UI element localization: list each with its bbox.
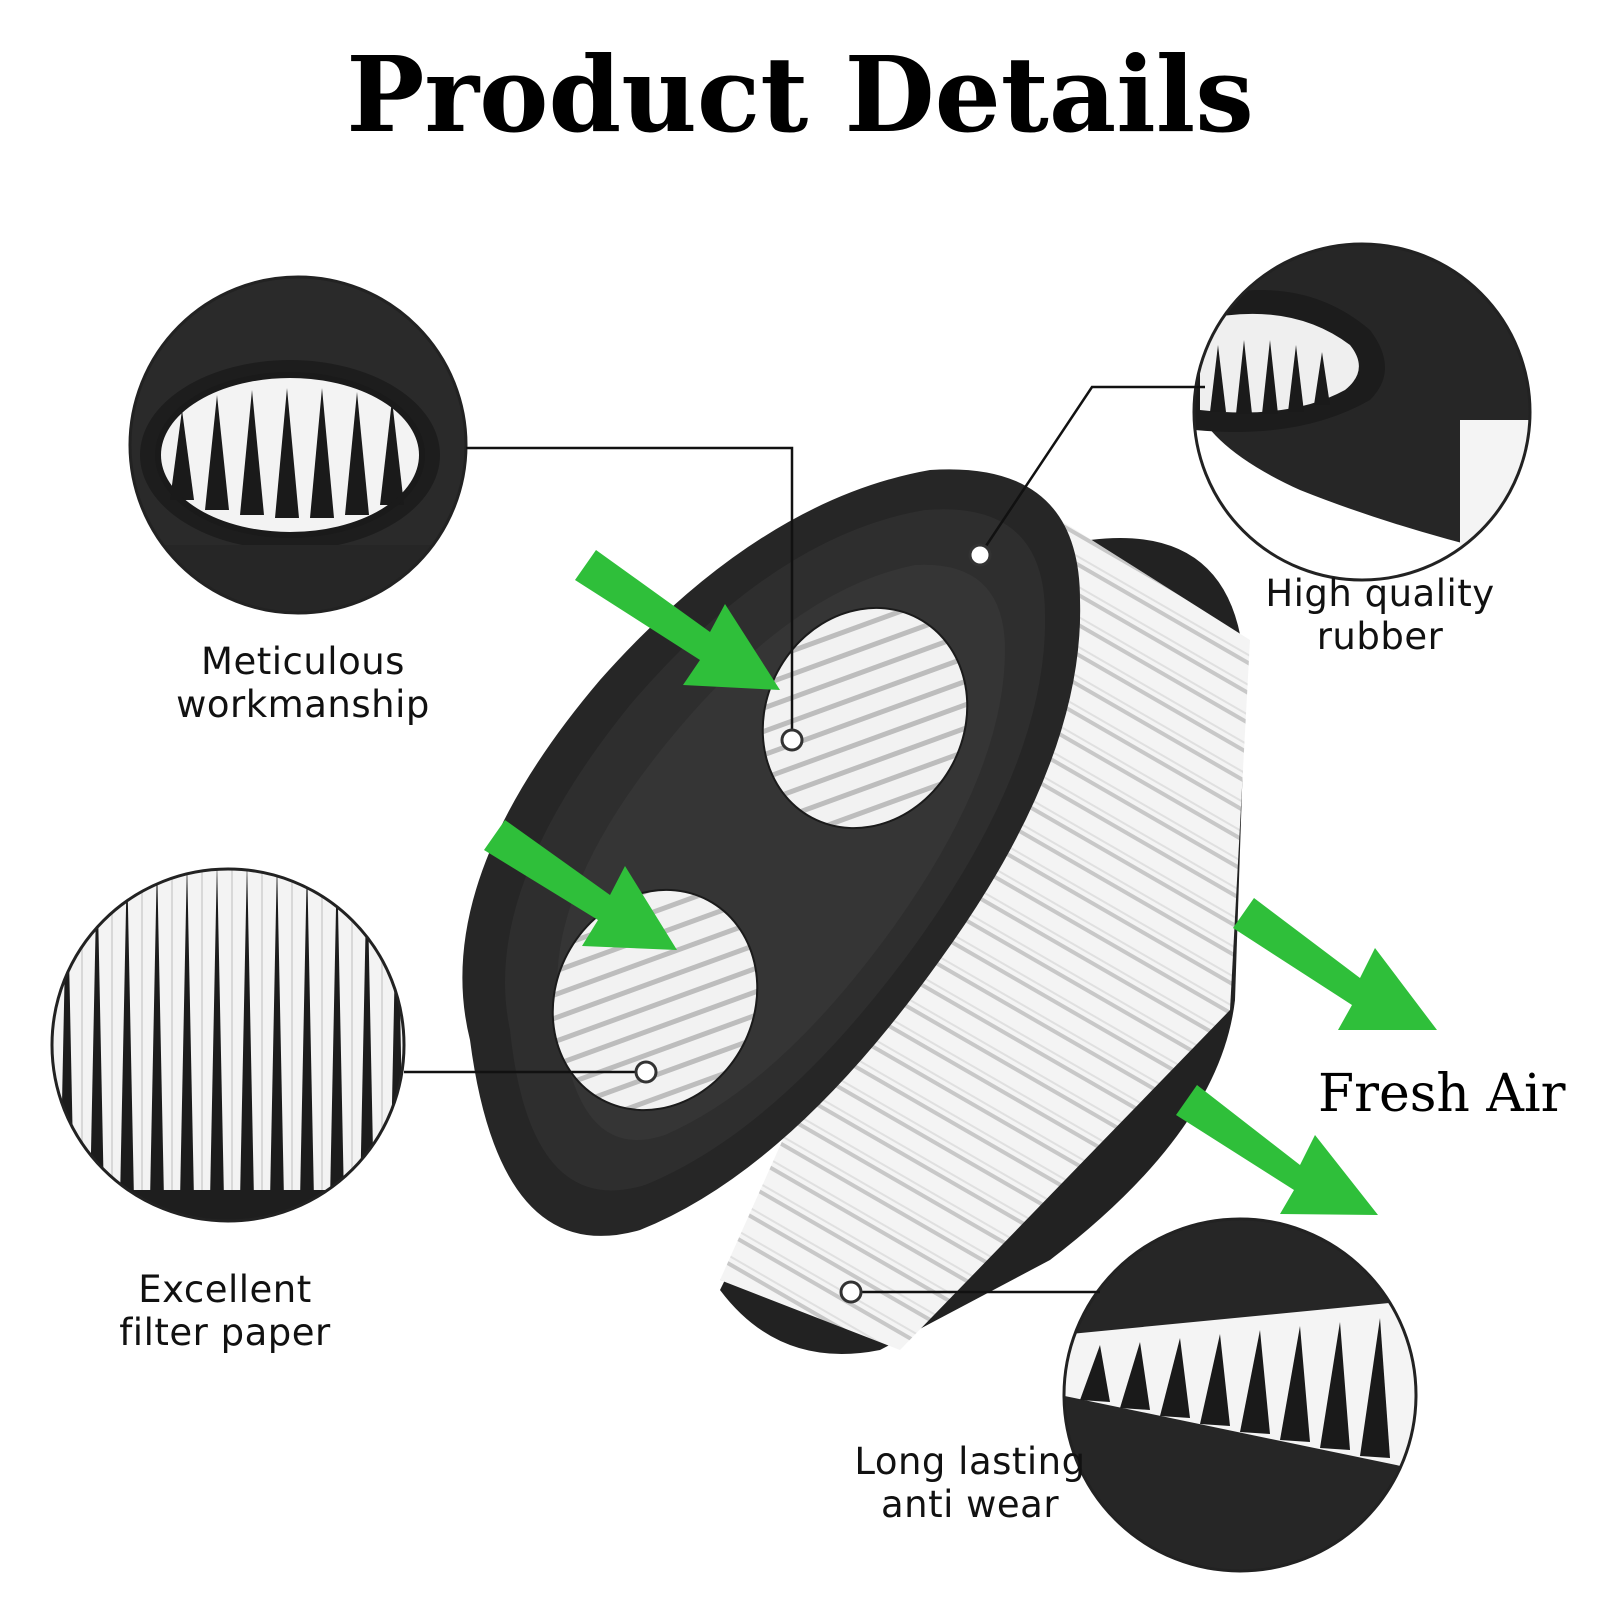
callout-line-rubber	[978, 385, 1205, 556]
green-arrow-icon	[484, 820, 677, 950]
feature-label-line: Long lasting	[854, 1440, 1086, 1483]
airflow-arrows	[484, 550, 1437, 1215]
callout-lines	[404, 385, 1205, 1294]
green-arrow-icon	[1176, 1085, 1378, 1215]
green-arrow-icon	[575, 550, 780, 690]
feature-label-line: anti wear	[880, 1483, 1060, 1527]
feature-label-line: rubber	[1316, 615, 1444, 659]
feature-label-rubber: High quality rubber	[1250, 572, 1510, 659]
detail-circle-workmanship	[128, 275, 468, 615]
feature-label-line: Excellent	[138, 1268, 312, 1311]
callout-dot-rubber	[968, 543, 992, 567]
feature-label-filter-paper: Excellent filter paper	[95, 1268, 355, 1355]
feature-label-line: workmanship	[176, 683, 430, 727]
feature-label-workmanship: Meticulous workmanship	[158, 640, 448, 727]
callout-line-workmanship	[466, 446, 794, 740]
callout-dot-workmanship	[780, 728, 804, 752]
callout-dot-durable	[839, 1280, 863, 1304]
feature-label-line: Meticulous	[201, 640, 405, 683]
fresh-air-label: Fresh Air	[1318, 1064, 1566, 1124]
detail-circle-filter-paper	[50, 867, 406, 1223]
feature-label-line: High quality	[1265, 572, 1495, 615]
green-arrow-icon	[1233, 898, 1437, 1030]
page-title: Product Details	[346, 33, 1254, 156]
callout-dots	[634, 543, 992, 1304]
detail-circle-durable	[1062, 1217, 1418, 1573]
feature-label-durable: Long lasting anti wear	[830, 1440, 1110, 1527]
feature-label-line: filter paper	[119, 1311, 331, 1355]
detail-circle-rubber	[1192, 242, 1532, 582]
callout-dot-filter-paper	[634, 1060, 658, 1084]
